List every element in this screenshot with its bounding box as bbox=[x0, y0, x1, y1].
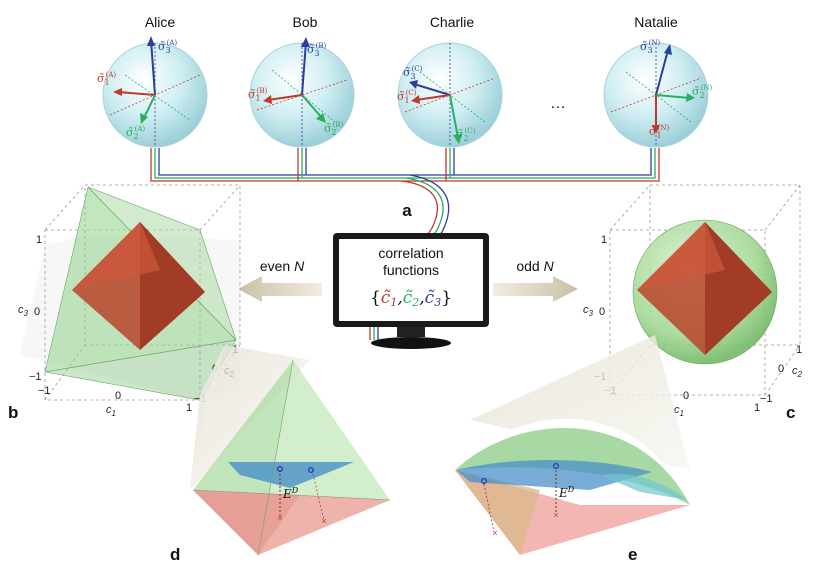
left-c1-label: c1 bbox=[106, 404, 116, 418]
party-name-bob: Bob bbox=[293, 14, 318, 30]
right-c1-sub: 1 bbox=[680, 409, 684, 418]
party-name-alice: Alice bbox=[145, 14, 176, 30]
monitor-line1: correlation bbox=[378, 245, 443, 261]
sigma-label-1-2: σ̃2(B) bbox=[324, 121, 343, 137]
left-c1-sub: 1 bbox=[112, 409, 116, 418]
right-c3-symbol: c bbox=[583, 304, 589, 316]
sigma-label-2-1: σ̃1(C) bbox=[397, 89, 417, 105]
even-var: N bbox=[294, 258, 305, 274]
energy-symbol-d: E bbox=[282, 487, 292, 501]
right-c1-pos: 1 bbox=[754, 402, 760, 414]
odd-arrow bbox=[493, 276, 578, 302]
left-c3-sub: 3 bbox=[24, 309, 29, 318]
left-c1-zero: 0 bbox=[115, 390, 121, 402]
sphere-charlie bbox=[397, 42, 503, 148]
sigma-label-3-2: σ̃2(N) bbox=[692, 84, 712, 100]
left-c3-symbol: c bbox=[18, 304, 24, 316]
right-c1-label: c1 bbox=[674, 404, 684, 418]
monitor bbox=[333, 233, 489, 349]
cap-zoom: × × bbox=[455, 418, 690, 555]
sphere-alice bbox=[102, 36, 208, 148]
panel-label-e: e bbox=[628, 545, 637, 564]
even-prefix: even bbox=[260, 258, 294, 274]
energy-label-e: ED bbox=[558, 485, 575, 500]
party-ellipsis: … bbox=[550, 95, 566, 112]
odd-var: N bbox=[544, 258, 555, 274]
c2-symbol: c̃ bbox=[403, 288, 413, 308]
pyramid-zoom: × × bbox=[192, 359, 391, 556]
right-c3-pos: 1 bbox=[601, 234, 607, 246]
panel-label-d: d bbox=[170, 545, 180, 564]
even-arrow-label: even N bbox=[260, 258, 305, 274]
left-c3-zero: 0 bbox=[34, 306, 40, 318]
left-c1-pos: 1 bbox=[186, 402, 192, 414]
even-arrow bbox=[238, 276, 322, 302]
correlation-set: {c̃1,c̃2,c̃3} bbox=[370, 288, 452, 309]
sigma-labels: σ̃3(A) σ̃1(A) σ̃2(A) σ̃3(B) σ̃1(B) σ̃2(B) σ̃3(… bbox=[97, 39, 712, 143]
svg-text:×: × bbox=[492, 528, 497, 538]
right-c3-label: c3 bbox=[583, 304, 594, 318]
right-c2-label: c2 bbox=[792, 365, 803, 379]
monitor-line2: functions bbox=[383, 262, 439, 278]
zoom-fan-right bbox=[470, 335, 690, 470]
energy-sup-e: D bbox=[567, 485, 575, 494]
right-c2-sub: 2 bbox=[797, 370, 803, 379]
panel-label-a: a bbox=[402, 201, 412, 220]
odd-arrow-label: odd N bbox=[516, 258, 554, 274]
party-name-charlie: Charlie bbox=[430, 14, 475, 30]
left-c3-pos: 1 bbox=[36, 234, 42, 246]
sigma-label-2-3: σ̃3(C) bbox=[403, 65, 423, 81]
sphere-natalie bbox=[603, 42, 709, 148]
cube-left bbox=[20, 184, 241, 401]
right-c1-symbol: c bbox=[674, 404, 680, 416]
party-name-natalie: Natalie bbox=[634, 14, 678, 30]
right-c1-zero: 0 bbox=[683, 390, 689, 402]
sigma-label-0-3: σ̃3(A) bbox=[158, 39, 177, 55]
left-c1-symbol: c bbox=[106, 404, 112, 416]
comma-1: , bbox=[397, 288, 402, 308]
svg-text:×: × bbox=[277, 513, 282, 523]
energy-symbol-e: E bbox=[558, 486, 568, 500]
c3-sub: 3 bbox=[434, 296, 441, 309]
brace-open: { bbox=[370, 288, 381, 308]
sigma-label-3-1: σ̃1(N) bbox=[649, 124, 669, 140]
right-c3-zero: 0 bbox=[599, 306, 605, 318]
c1-symbol: c̃ bbox=[381, 288, 391, 308]
svg-text:×: × bbox=[553, 510, 558, 520]
comma-2: , bbox=[419, 288, 424, 308]
sigma-label-2-2: σ̃2(C) bbox=[456, 127, 476, 143]
brace-close: } bbox=[441, 288, 452, 308]
sigma-label-0-2: σ̃2(A) bbox=[126, 125, 145, 141]
right-c2-zero: 0 bbox=[778, 363, 784, 375]
sigma-label-3-3: σ̃3(N) bbox=[640, 39, 660, 55]
odd-prefix: odd bbox=[516, 258, 543, 274]
wiring bbox=[150, 148, 660, 340]
left-c3-neg: −1 bbox=[29, 371, 42, 383]
sigma-label-1-3: σ̃3(B) bbox=[307, 42, 326, 58]
c1-sub: 1 bbox=[390, 296, 397, 309]
energy-label-d: ED bbox=[282, 486, 299, 501]
c3-symbol: c̃ bbox=[425, 288, 435, 308]
panel-label-c: c bbox=[786, 403, 795, 422]
right-c2-pos: 1 bbox=[796, 344, 802, 356]
party-spheres bbox=[102, 36, 709, 148]
sigma-label-1-1: σ̃1(B) bbox=[248, 87, 267, 103]
cube-right bbox=[609, 184, 801, 396]
left-c3-label: c3 bbox=[18, 304, 29, 318]
right-c3-sub: 3 bbox=[589, 309, 594, 318]
left-c1-neg: −1 bbox=[38, 385, 51, 397]
energy-sup-d: D bbox=[291, 486, 299, 495]
right-c2-neg: −1 bbox=[760, 393, 773, 405]
svg-text:×: × bbox=[321, 516, 326, 526]
sigma-label-0-1: σ̃1(A) bbox=[97, 71, 116, 87]
c2-sub: 2 bbox=[411, 296, 419, 309]
right-c2-symbol: c bbox=[792, 365, 798, 377]
panel-label-b: b bbox=[8, 403, 18, 422]
sphere-bob bbox=[249, 37, 355, 148]
